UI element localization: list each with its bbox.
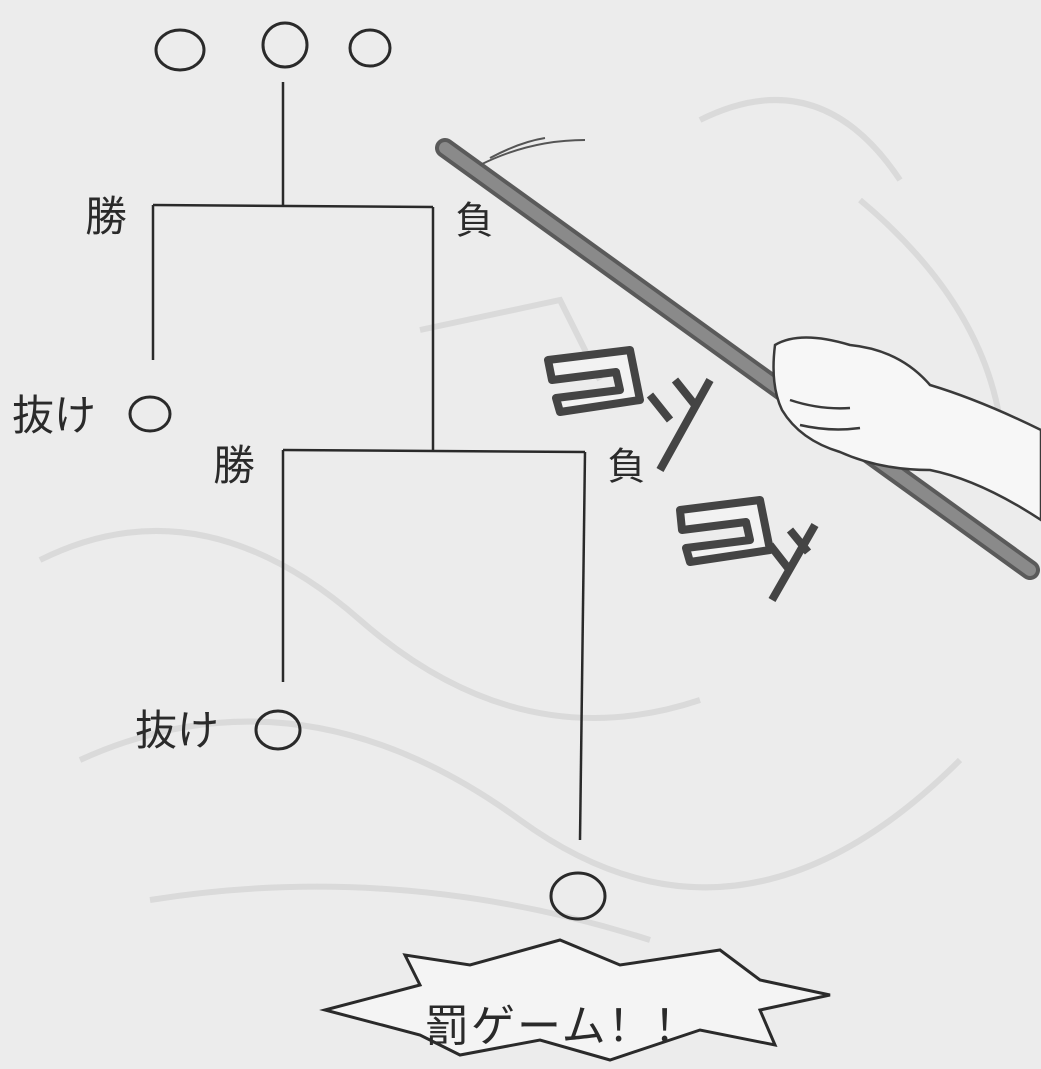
round2-lose-drop <box>578 451 587 841</box>
top-entrant-circles <box>154 21 392 72</box>
final-circle <box>549 871 607 921</box>
hand-icon <box>772 336 1041 522</box>
penalty-game-banner-text: 罰ゲーム！！ <box>425 1001 700 1052</box>
background-sketch <box>38 97 1003 943</box>
round2-lose-label: 負 <box>601 446 645 486</box>
burst-banner-icon <box>319 938 831 1062</box>
round1-exit-circle <box>128 395 172 433</box>
round2-exit-circle <box>254 709 302 751</box>
round2-bar <box>282 448 586 454</box>
sfx-kotsu-2 <box>676 496 819 602</box>
round2-exit-label: 抜け <box>135 706 220 755</box>
round1-lose-label: 負 <box>449 200 493 240</box>
round2-win-label: 勝 <box>213 441 256 490</box>
round1-bar <box>152 203 434 209</box>
bracket-lines <box>151 82 587 841</box>
entrant-circle-2 <box>261 21 309 69</box>
entrant-circle-3 <box>348 28 392 68</box>
entrant-circle-1 <box>154 28 206 72</box>
round1-win-label: 勝 <box>85 192 128 241</box>
round1-exit-label: 抜け <box>12 391 97 440</box>
sfx-kotsu-1 <box>544 346 714 472</box>
pointer-stick-icon <box>435 137 1040 580</box>
